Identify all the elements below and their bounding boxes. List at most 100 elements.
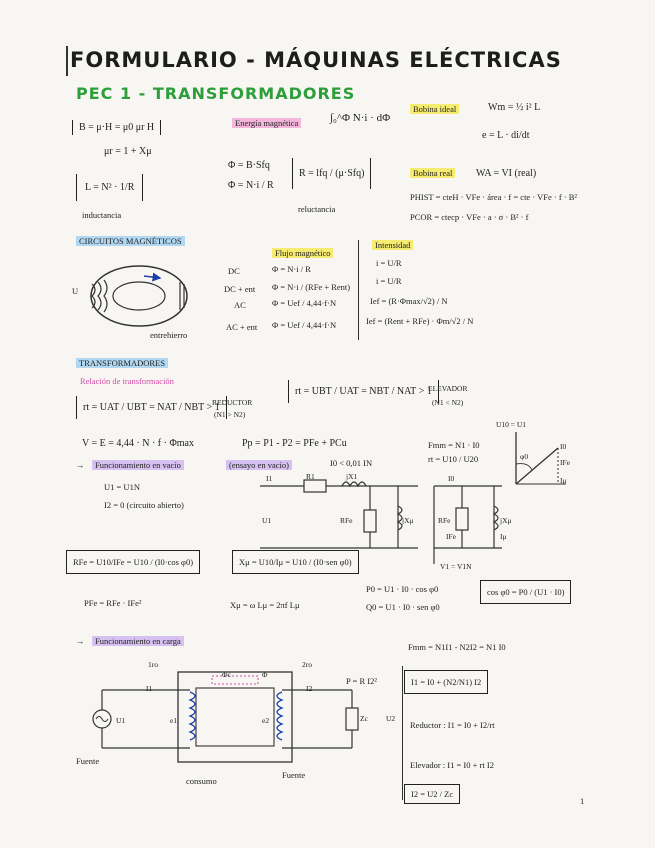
- circuit-jxmu-label: jXμ: [500, 516, 512, 525]
- ratio-label: Relación de transformación: [80, 376, 174, 386]
- circuit-row-current: i = U/R: [376, 258, 402, 268]
- toroid-diagram: [90, 265, 188, 327]
- hysteresis-equation: PHIST = cteH · VFe · área · f = cte · VF…: [410, 192, 577, 202]
- emf-equation: e = L · di/dt: [482, 130, 530, 141]
- elevador-current-equation: Elevador : I1 = I0 + rt I2: [410, 760, 494, 770]
- i1-equation: I1 = I0 + (N2/N1) I2: [404, 670, 489, 694]
- air-gap-note: entrehierro: [150, 330, 188, 340]
- phasor-phi-label: φ0: [520, 452, 529, 461]
- primary-current-label: I1: [146, 684, 153, 693]
- reductor-current-equation: Reductor : I1 = I0 + I2/rt: [410, 720, 495, 730]
- leakage-flux-box: [211, 675, 259, 685]
- core-inner: [195, 687, 275, 747]
- circuit-r1-label: R1: [306, 472, 315, 481]
- circuits-table-divider: [358, 240, 359, 340]
- q0-equation: Q0 = U1 · I0 · sen φ0: [366, 602, 440, 612]
- xmu-omega-equation: Xμ = ω Lμ = 2πf Lμ: [230, 600, 300, 610]
- phi-equation-1: Φ = B·Sfq: [228, 160, 270, 171]
- secondary-winding: [276, 691, 284, 741]
- circuit-row-current: Ief = (R·Φmax/√2) / N: [370, 296, 448, 306]
- circuit-imu-label: Iμ: [500, 532, 507, 541]
- phasor-ife-label: IFe: [560, 458, 570, 467]
- circuit-row-label: DC + ent: [224, 284, 256, 294]
- rfe-resistor: [455, 507, 469, 531]
- elevador-subnote: (N1 < N2): [432, 398, 464, 407]
- secondary-voltage-label: U2: [386, 714, 396, 723]
- load-heading: Funcionamiento en carga: [92, 636, 184, 646]
- source-label-secondary: Fuente: [282, 770, 306, 780]
- circuit-u1-label: U1: [262, 516, 272, 525]
- elevador-label: ELEVADOR: [428, 384, 468, 393]
- primary-label: 1ro: [148, 660, 158, 669]
- circuit-row-label: DC: [228, 266, 240, 276]
- section-title: PEC 1 - TRANSFORMADORES: [76, 84, 356, 103]
- circuit-ife-label: IFe: [446, 532, 456, 541]
- transformers-heading: TRANSFORMADORES: [76, 358, 168, 368]
- circuit-row-flux: Φ = N·i / R: [272, 264, 311, 274]
- i2-equation: I2 = U2 / Zc: [404, 784, 461, 804]
- main-flux-label: Φ: [262, 670, 268, 679]
- reluctance-equation: R = lfq / (μ·Sfq): [292, 158, 372, 189]
- toroid-inner: [112, 281, 166, 311]
- primary-emf-label: e1: [170, 716, 178, 725]
- inductance-note: inductancia: [82, 210, 122, 220]
- phasor-io-label: I0: [560, 442, 567, 451]
- circuit-row-flux: Φ = Uef / 4,44·f·N: [272, 298, 337, 308]
- circuit-rfe-label: RFe: [340, 516, 353, 525]
- xmu-inductor: [396, 505, 403, 531]
- no-load-circuit: [260, 479, 418, 549]
- energy-equation: ∫₀^Φ N·i · dΦ: [330, 112, 391, 124]
- phasor-u-label: U10 = U1: [496, 420, 527, 429]
- load-power-equation: P = R I2²: [346, 676, 377, 686]
- reductor-label: REDUCTOR: [212, 398, 253, 407]
- secondary-label: 2ro: [302, 660, 312, 669]
- real-coil-label: Bobina real: [410, 168, 456, 178]
- xmu-inductor: [492, 505, 499, 531]
- circuit-row-current: i = U/R: [376, 276, 402, 286]
- b-field-equation: B = μ·H = μ0 μr H: [72, 120, 162, 135]
- core-outer: [177, 671, 293, 763]
- circuit-jx1-label: jX1: [346, 472, 358, 481]
- rt-elevador-equation: rt = UBT / UAT = NBT / NAT > 1: [288, 380, 439, 403]
- reductor-subnote: (N1 > N2): [214, 410, 246, 419]
- source-label: Fuente: [76, 756, 100, 766]
- secondary-current-label: I2: [306, 684, 313, 693]
- circuit-row-flux: Φ = Uef / 4,44·f·N: [272, 320, 337, 330]
- circuit-io-label: I0: [448, 474, 455, 483]
- inductance-equation: L = N² · 1/R: [76, 174, 144, 201]
- flux-column-header: Flujo magnético: [272, 248, 334, 258]
- reluctance-note: reluctancia: [298, 204, 336, 214]
- arrow-bullet: →: [76, 636, 85, 646]
- no-load-test-label: (ensayo en vacío): [226, 460, 292, 470]
- rfe-resistor: [363, 509, 377, 533]
- mmf-equation: Fmm = N1 · I0: [428, 440, 480, 450]
- circuit-jxmu-label: jXμ: [402, 516, 414, 525]
- circuit-row-label: AC: [234, 300, 246, 310]
- phasor-io: [515, 447, 559, 485]
- p0-equation: P0 = U1 · I0 · cos φ0: [366, 584, 439, 594]
- flux-arrow: [143, 272, 162, 282]
- circuit-row-label: AC + ent: [226, 322, 258, 332]
- rt-reductor-equation: rt = UAT / UBT = NAT / NBT > 1: [76, 396, 227, 419]
- circuit-row-flux: Φ = N·i / (RFe + Rent): [272, 282, 351, 292]
- cos-phi-equation: cos φ0 = P0 / (U1 · I0): [480, 580, 572, 604]
- no-load-condition: I0 < 0,01 IN: [330, 458, 373, 468]
- no-load-circuit-simplified: [433, 485, 502, 564]
- load-mmf-equation: Fmm = N1I1 - N2I2 = N1 I0: [408, 642, 506, 652]
- voltage-equation: V = E = 4,44 · N · f · Φmax: [82, 438, 194, 449]
- phasor-diagram: [515, 432, 566, 485]
- rt-no-load-equation: rt = U10 / U20: [428, 454, 479, 464]
- page-number: 1: [580, 796, 585, 806]
- ideal-coil-label: Bobina ideal: [410, 104, 460, 114]
- current-column-header: Intensidad: [372, 240, 414, 250]
- mu-r-equation: μr = 1 + Xμ: [104, 146, 152, 157]
- secondary-emf-label: e2: [262, 716, 270, 725]
- circuit-rfe-label: RFe: [438, 516, 451, 525]
- power-loss-equation: Pp = P1 - P2 = PFe + PCu: [242, 438, 347, 449]
- phasor-angle-arc: [515, 463, 533, 471]
- real-coil-equation: WA = VI (real): [476, 168, 537, 179]
- circuit-row-current: Ief = (Rent + RFe) · Φm/√2 / N: [366, 316, 474, 326]
- title-bar: [66, 46, 68, 76]
- phi-equation-2: Φ = N·i / R: [228, 180, 274, 191]
- rfe-equation: RFe = U10/IFe = U10 / (I0·cos φ0): [66, 550, 201, 574]
